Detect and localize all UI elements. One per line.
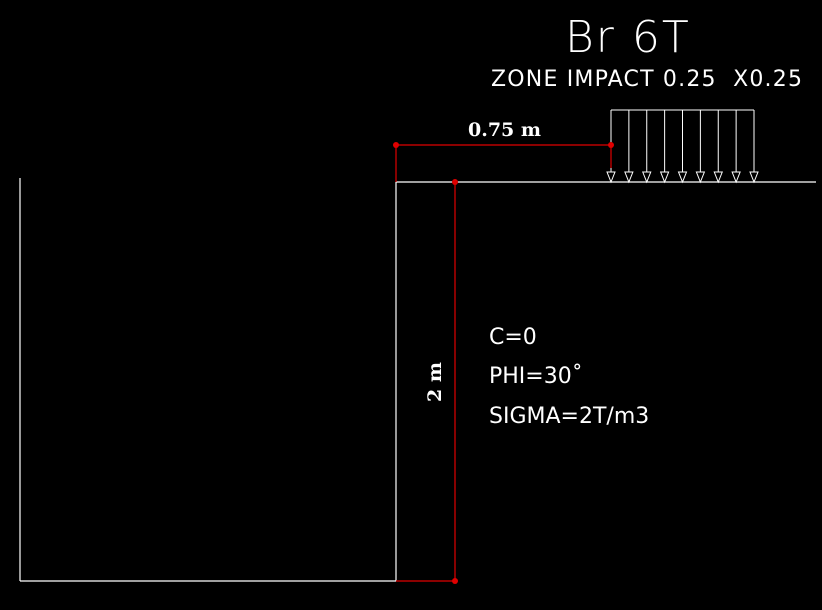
dimension-dot [608, 142, 614, 148]
wall-geometry [19, 178, 816, 582]
load-arrow-head [695, 171, 706, 184]
dimension-dot [393, 142, 399, 148]
dimension-dot [452, 179, 458, 185]
load-arrow-head [659, 171, 670, 184]
load-arrow-head [749, 171, 759, 184]
load-arrow-head [731, 171, 741, 184]
dimension-lines [395, 144, 612, 582]
load-arrow-head [624, 171, 634, 184]
load-arrow-head [677, 171, 688, 184]
surcharge-load [606, 109, 759, 184]
diagram-title: Br 6T [565, 12, 691, 63]
dimension-dot [452, 578, 458, 584]
diagram-subtitle: ZONE IMPACT 0.25 X0.25 [491, 67, 803, 92]
vertical-dimension-label: 2 m [424, 362, 446, 402]
load-arrow-head [606, 171, 616, 184]
soil-friction-angle: PHI=30˚ [489, 364, 583, 389]
soil-cohesion: C=0 [489, 325, 537, 350]
soil-unit-weight: SIGMA=2T/m3 [489, 404, 649, 429]
load-arrow-head [713, 171, 723, 184]
dimension-dots [393, 142, 614, 584]
horizontal-dimension-label: 0.75 m [468, 119, 541, 141]
load-arrow-head [642, 171, 652, 184]
